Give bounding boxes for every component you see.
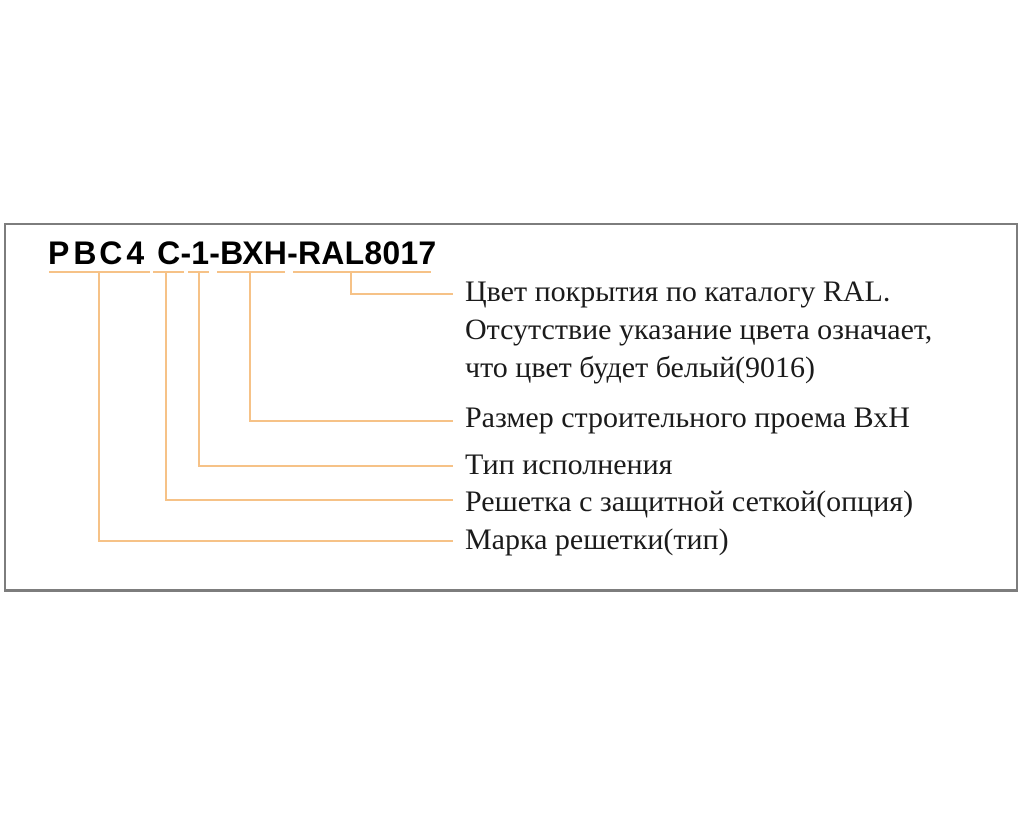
- connector-type-horizontal: [198, 465, 453, 467]
- connector-size-horizontal: [249, 420, 453, 422]
- annotation-coating-color: Цвет покрытия по каталогу RAL. Отсутстви…: [465, 273, 932, 387]
- annotation-grille-mark: Марка решетки(тип): [465, 523, 729, 556]
- connector-color-horizontal: [350, 293, 453, 295]
- connector-mesh-vertical: [165, 271, 167, 501]
- designation-key-frame: [4, 223, 1018, 592]
- annotation-coating-color-line3: что цвет будет белый(9016): [465, 351, 816, 384]
- product-code-variant: С-1-ВХН-RAL8017: [157, 235, 437, 271]
- annotation-opening-size: Размер строительного проема ВхН: [465, 401, 910, 434]
- product-code-series: РВС4: [48, 235, 149, 271]
- annotation-coating-color-line1: Цвет покрытия по каталогу RAL.: [465, 275, 891, 308]
- connector-type-vertical: [198, 271, 200, 467]
- annotation-coating-color-line2: Отсутствие указание цвета означает,: [465, 313, 933, 346]
- underline-color-segment: [293, 271, 431, 273]
- connector-mark-horizontal: [98, 540, 453, 542]
- annotation-protective-mesh: Решетка с защитной сеткой(опция): [465, 485, 914, 518]
- annotation-execution-type: Тип исполнения: [465, 448, 673, 481]
- connector-mesh-horizontal: [165, 499, 453, 501]
- connector-size-vertical: [249, 271, 251, 422]
- underline-mesh-segment: [153, 271, 184, 273]
- connector-mark-vertical: [98, 271, 100, 542]
- underline-size-segment: [217, 271, 285, 273]
- connector-color-vertical: [350, 271, 352, 295]
